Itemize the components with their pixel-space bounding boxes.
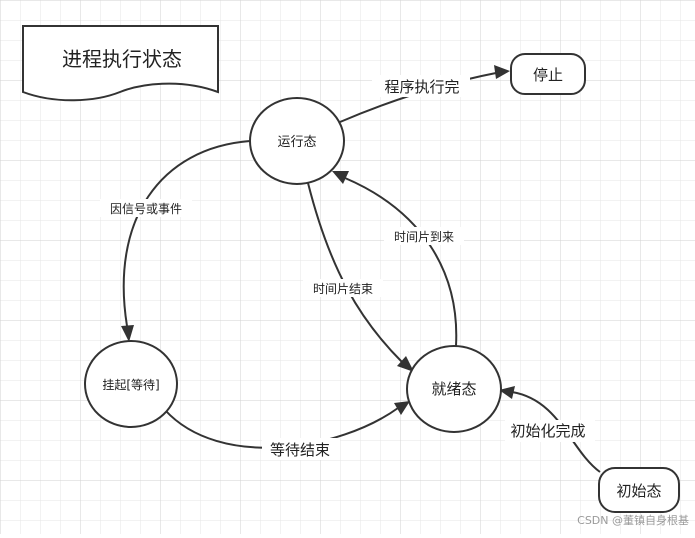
node-initial-label: 初始态 [616,482,661,500]
arrowhead-ready-from-suspend [394,401,410,415]
label-suspend-to-ready: 等待结束 [270,441,330,459]
edge-run-to-suspend [122,140,251,327]
node-suspended-label: 挂起[等待] [102,378,159,392]
node-suspended: 挂起[等待] [84,340,178,428]
node-running-label: 运行态 [277,135,316,150]
arrowhead-run-from-ready [332,171,349,184]
label-run-to-stop: 程序执行完 [384,78,459,96]
label-run-to-ready: 时间片结束 [313,282,373,296]
label-initial-to-ready: 初始化完成 [510,422,585,440]
node-stopped: 停止 [510,53,586,95]
arrowhead-suspend [121,325,134,342]
label-run-to-suspend: 因信号或事件 [110,202,182,216]
node-ready: 就绪态 [406,345,502,433]
edge-labels: 程序执行完 因信号或事件 时间片到来 时间片结束 等待结束 初始化完成 [100,75,595,460]
node-running: 运行态 [249,97,345,185]
edge-ready-to-run [344,177,458,347]
title-box: 进程执行状态 [22,25,219,102]
arrowhead-ready-from-run [397,356,414,372]
diagram-title: 进程执行状态 [62,47,182,71]
label-ready-to-run: 时间片到来 [394,230,454,244]
watermark: CSDN @董镇自身根基 [577,513,689,527]
arrowhead-stop [494,65,510,79]
node-initial: 初始态 [598,467,680,513]
arrowhead-ready-from-initial [499,386,515,399]
node-stopped-label: 停止 [533,66,563,84]
node-ready-label: 就绪态 [431,380,476,398]
